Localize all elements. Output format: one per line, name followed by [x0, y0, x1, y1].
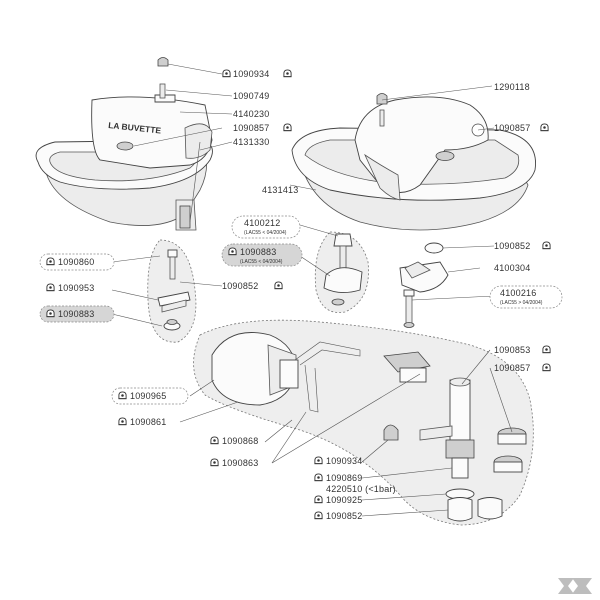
- svg-text:(LAC55 > 04/2004): (LAC55 > 04/2004): [500, 300, 543, 306]
- svg-text:1090852: 1090852: [494, 241, 530, 251]
- callout-1090857-left: 1090857: [233, 123, 292, 133]
- callout-1090749: 1090749: [233, 91, 269, 101]
- tag-icon: [222, 69, 231, 78]
- tag-icon: [542, 241, 551, 250]
- parts-right: [399, 242, 449, 328]
- tag-icon: [228, 247, 237, 256]
- tag-icon: [542, 345, 551, 354]
- svg-text:1090749: 1090749: [233, 91, 269, 101]
- tag-icon: [46, 309, 55, 318]
- svg-text:1090869: 1090869: [326, 473, 362, 483]
- svg-text:4131330: 4131330: [233, 137, 269, 147]
- svg-text:1090925: 1090925: [326, 495, 362, 505]
- svg-text:4100216: 4100216: [500, 288, 536, 298]
- tag-icon: [283, 69, 292, 78]
- svg-text:4100304: 4100304: [494, 263, 530, 273]
- svg-text:(LAC55 < 04/2004): (LAC55 < 04/2004): [244, 230, 287, 236]
- callout-4220510: 4220510 (<1bar): [326, 484, 396, 494]
- callout-1090953: 1090953: [46, 283, 94, 293]
- callout-1090860: 1090860: [39, 253, 115, 271]
- tag-icon: [274, 281, 283, 290]
- tag-icon: [540, 123, 549, 132]
- callout-4100304: 4100304: [494, 263, 530, 273]
- callout-1090853: 1090853: [494, 345, 551, 355]
- svg-text:1090953: 1090953: [58, 283, 94, 293]
- zone-valve-assembly: [193, 319, 534, 526]
- svg-text:1090863: 1090863: [222, 458, 258, 468]
- tag-icon: [314, 511, 323, 520]
- callout-4100212: 4100212 (LAC55 < 04/2004): [231, 215, 301, 239]
- callout-1090925: 1090925: [314, 495, 362, 505]
- svg-text:1090852: 1090852: [326, 511, 362, 521]
- tag-icon: [46, 283, 55, 292]
- callout-1090868: 1090868: [210, 436, 258, 446]
- svg-text:1090852: 1090852: [222, 281, 258, 291]
- svg-text:1090934: 1090934: [326, 456, 362, 466]
- tag-icon: [283, 123, 292, 132]
- tag-icon: [210, 436, 219, 445]
- svg-text:4100212: 4100212: [244, 218, 280, 228]
- callout-1090861: 1090861: [118, 417, 166, 427]
- zone-mid-float: [314, 231, 369, 313]
- svg-text:1090857: 1090857: [233, 123, 269, 133]
- callout-1090934-top: 1090934: [222, 69, 292, 79]
- callout-1090869: 1090869: [314, 473, 362, 483]
- callout-4131413: 4131413: [262, 185, 298, 195]
- tag-icon: [118, 417, 127, 426]
- bowl-left: LA BUVETTE: [35, 57, 213, 231]
- svg-text:1090965: 1090965: [130, 391, 166, 401]
- brand-logo: [558, 578, 592, 594]
- svg-text:1090857: 1090857: [494, 123, 530, 133]
- callout-4140230: 4140230: [233, 109, 269, 119]
- svg-text:1090861: 1090861: [130, 417, 166, 427]
- svg-text:1090857: 1090857: [494, 363, 530, 373]
- callout-1290118: 1290118: [494, 82, 530, 92]
- svg-text:4140230: 4140230: [233, 109, 269, 119]
- callout-1090852-rt: 1090852: [494, 241, 551, 251]
- callout-1090883-left: 1090883: [39, 305, 115, 323]
- svg-text:1090853: 1090853: [494, 345, 530, 355]
- svg-text:1090934: 1090934: [233, 69, 269, 79]
- tag-icon: [314, 495, 323, 504]
- svg-text:1290118: 1290118: [494, 82, 530, 92]
- tag-icon: [314, 473, 323, 482]
- svg-text:(LAC55 < 04/2004): (LAC55 < 04/2004): [240, 259, 283, 265]
- callout-1090852-mid: 1090852: [222, 281, 283, 291]
- tag-icon: [118, 391, 127, 400]
- callout-1090934-low: 1090934: [314, 456, 362, 466]
- svg-text:4131413: 4131413: [262, 185, 298, 195]
- svg-text:4220510 (<1bar): 4220510 (<1bar): [326, 484, 396, 494]
- bowl-right: [291, 93, 537, 231]
- callout-1090852-low: 1090852: [314, 511, 362, 521]
- tag-icon: [314, 456, 323, 465]
- zone-left-fixings: [147, 239, 197, 343]
- tag-icon: [46, 257, 55, 266]
- svg-text:1090868: 1090868: [222, 436, 258, 446]
- leader-lines: [111, 63, 513, 517]
- callout-4100216: 4100216 (LAC55 > 04/2004): [489, 285, 563, 309]
- tag-icon: [210, 458, 219, 467]
- svg-text:1090860: 1090860: [58, 257, 94, 267]
- svg-text:1090883: 1090883: [58, 309, 94, 319]
- callout-1090857-low: 1090857: [494, 363, 551, 373]
- callout-1090883-mid: 1090883 (LAC55 < 04/2004): [221, 243, 303, 267]
- callout-1090965: 1090965: [111, 387, 189, 405]
- callout-4131330: 4131330: [233, 137, 269, 147]
- tag-icon: [542, 363, 551, 372]
- svg-text:1090883: 1090883: [240, 247, 276, 257]
- callout-1090863: 1090863: [210, 458, 258, 468]
- callout-1090857-right: 1090857: [494, 123, 549, 133]
